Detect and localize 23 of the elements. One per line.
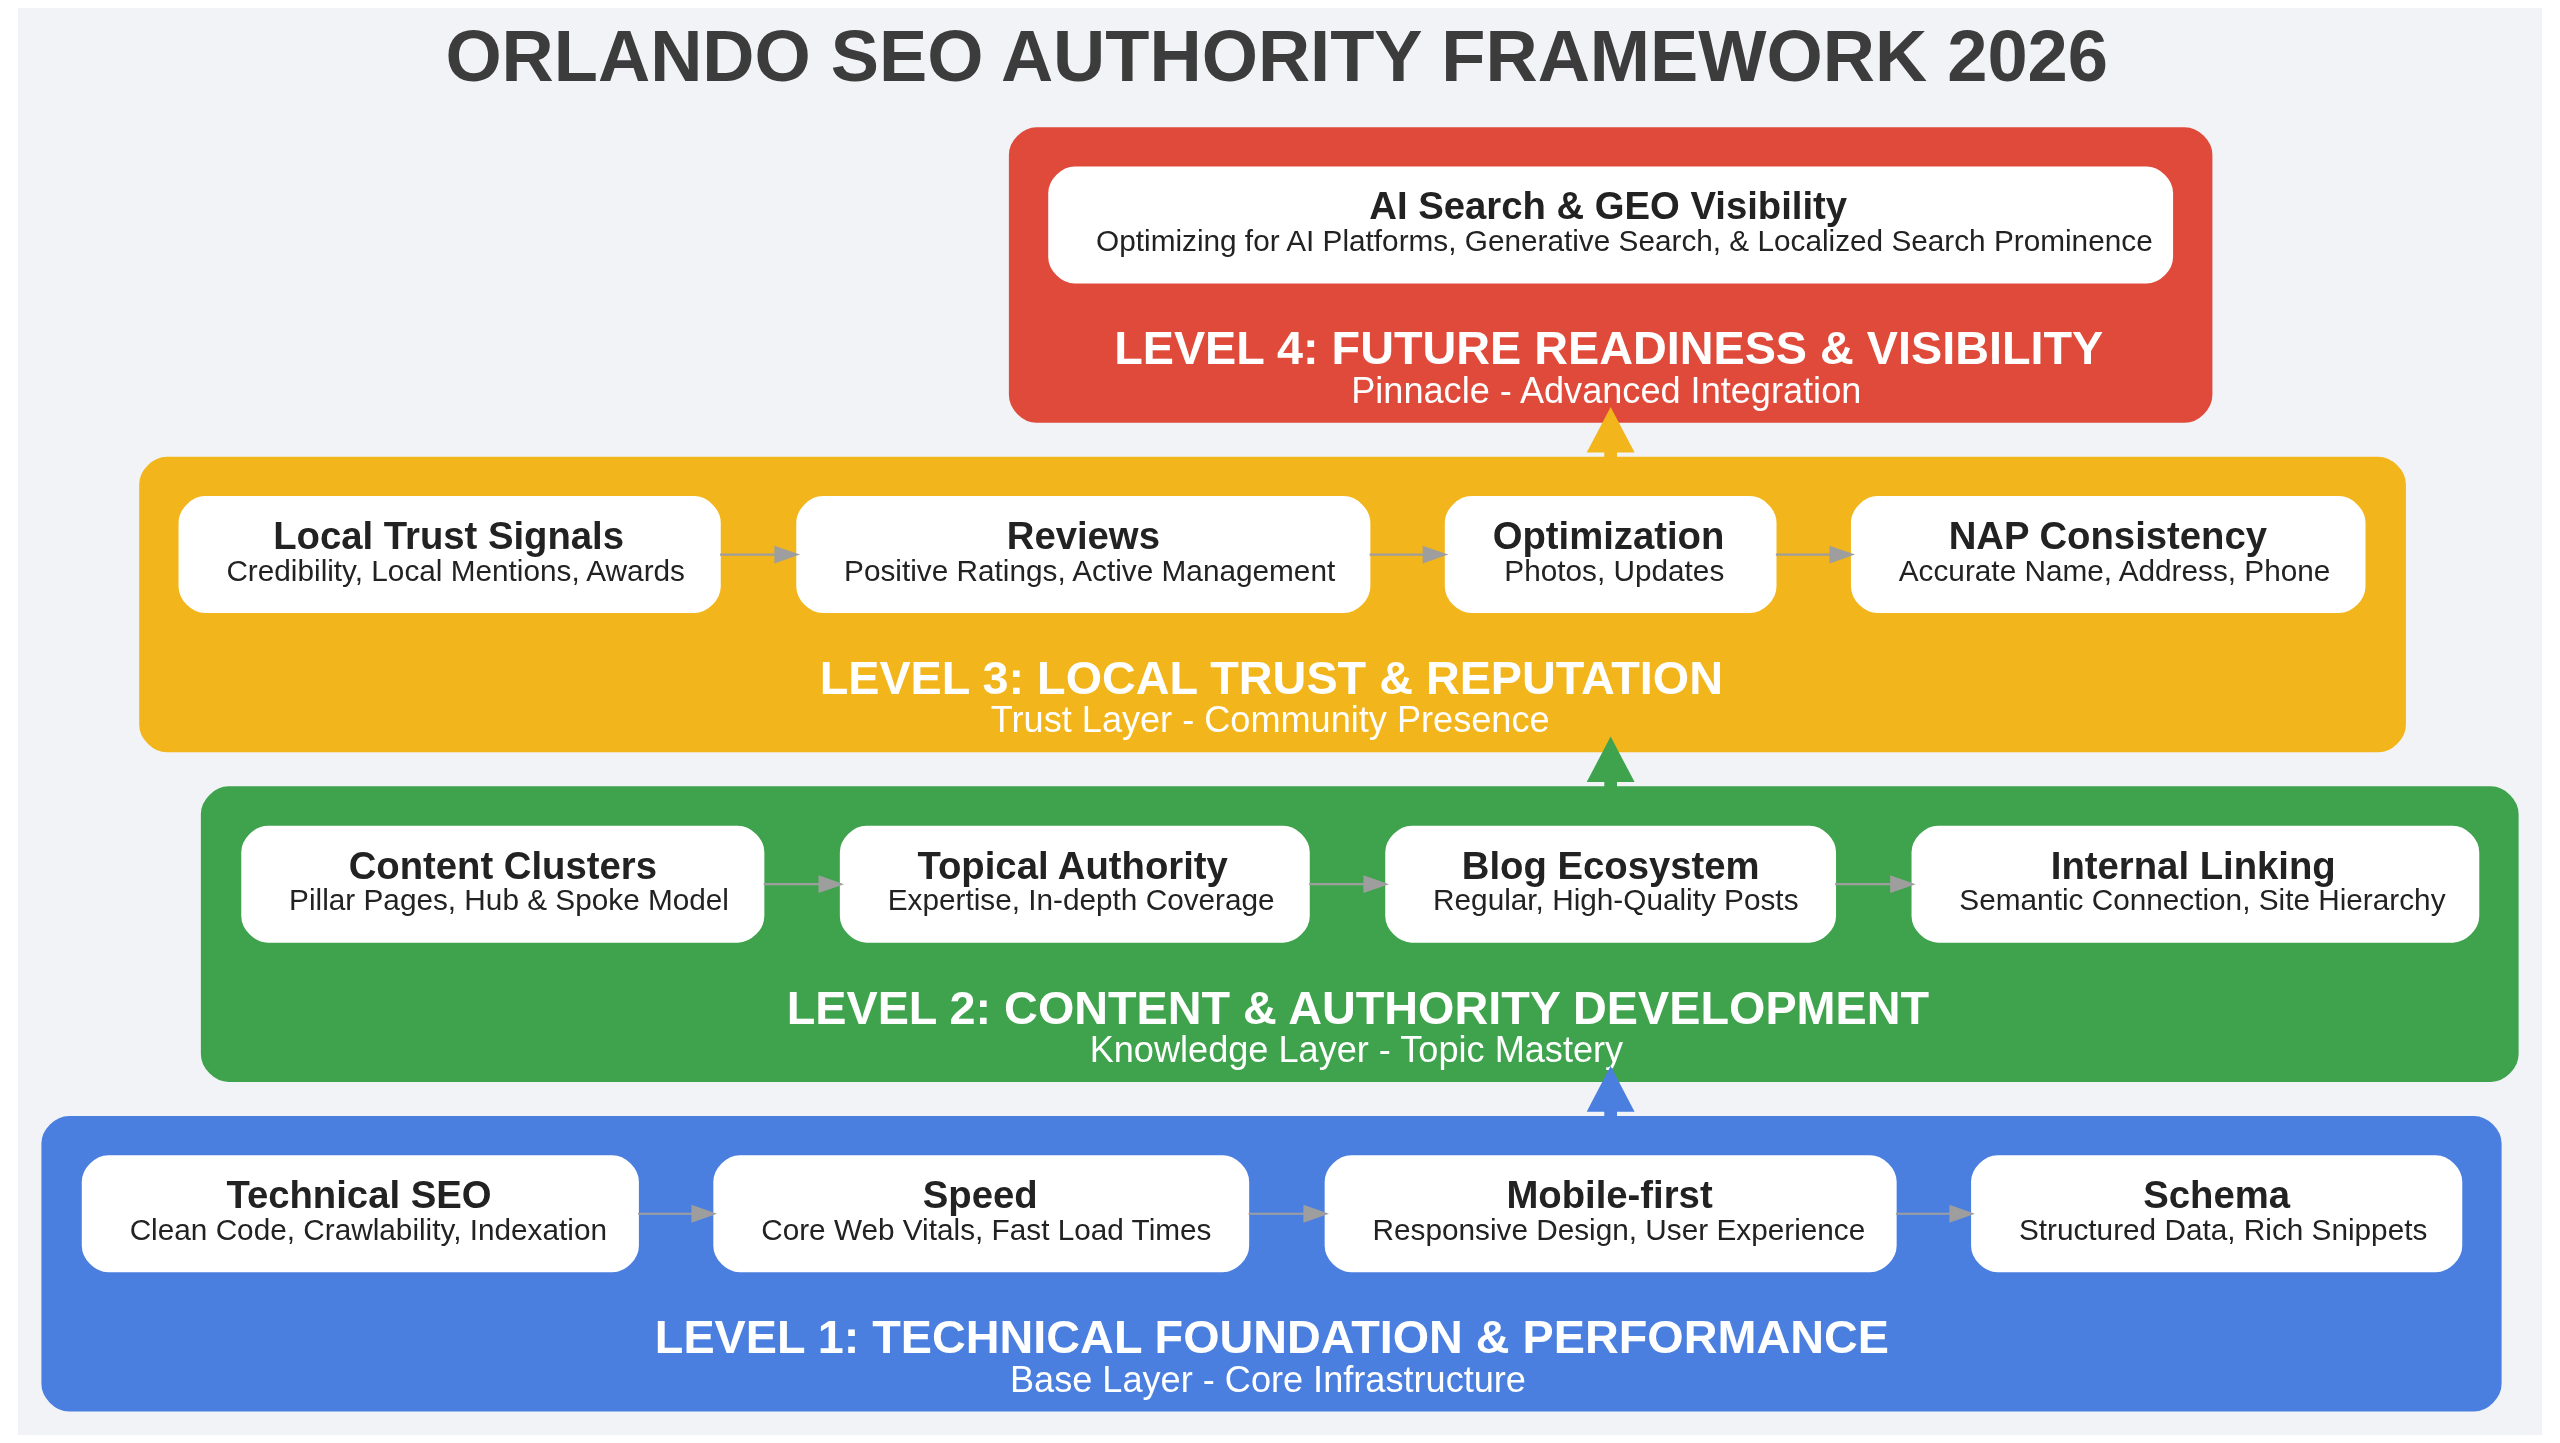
arrow bbox=[763, 875, 845, 894]
node-box: Reviews Positive Ratings, Active Management bbox=[796, 496, 1371, 614]
arrow bbox=[1835, 875, 1916, 894]
node-box: Topical Authority Expertise, In-depth Coverage bbox=[839, 825, 1310, 943]
node-box: Content Clusters Pillar Pages, Hub & Spoke Model bbox=[241, 825, 765, 943]
node-box: Technical SEO Clean Code, Crawlability, Indexation bbox=[81, 1155, 639, 1273]
arrow bbox=[1309, 875, 1389, 894]
arrow bbox=[1369, 545, 1449, 564]
node-box: NAP Consistency Accurate Name, Address, Phone bbox=[1850, 496, 2366, 614]
node-box: Mobile-first Responsive Design, User Experience bbox=[1324, 1155, 1897, 1273]
arrow bbox=[638, 1204, 717, 1223]
arrow bbox=[1775, 545, 1856, 564]
node-box: AI Search & GEO Visibility Optimizing for AI Platforms, Generative Search, & Localized Search Prominence bbox=[1048, 166, 2174, 284]
node-box: Internal Linking Semantic Connection, Site Hierarchy bbox=[1911, 825, 2480, 943]
diagram-title: ORLANDO SEO AUTHORITY FRAMEWORK 2026 bbox=[445, 15, 2109, 96]
node-box: Optimization Photos, Updates bbox=[1444, 496, 1777, 614]
node-box: Blog Ecosystem Regular, High-Quality Posts bbox=[1385, 825, 1837, 943]
arrow bbox=[1248, 1204, 1329, 1223]
arrow bbox=[1895, 1204, 1975, 1223]
node-box: Schema Structured Data, Rich Snippets bbox=[1971, 1155, 2463, 1273]
node-box: Speed Core Web Vitals, Fast Load Times bbox=[713, 1155, 1250, 1273]
arrow bbox=[720, 545, 800, 564]
node-box: Local Trust Signals Credibility, Local Mentions, Awards bbox=[178, 496, 721, 614]
